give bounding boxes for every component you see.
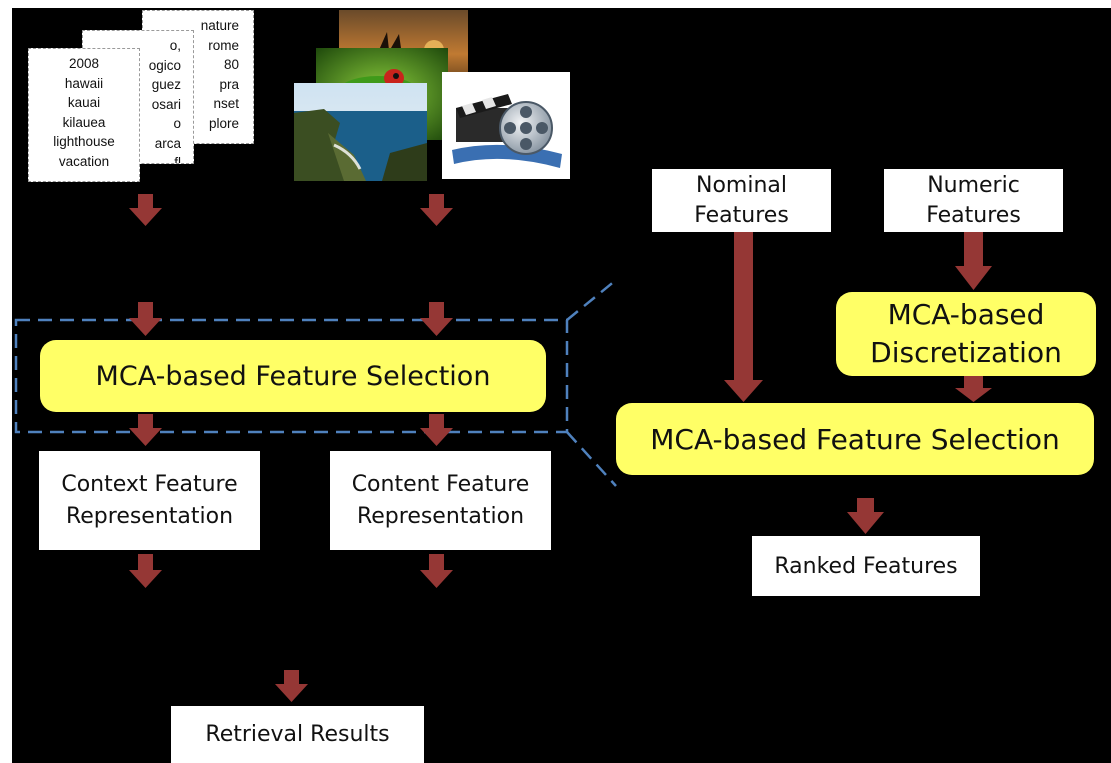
- tag-word: 2008: [68, 56, 100, 71]
- context-representation-box: Context Feature Representation: [39, 451, 260, 550]
- tag-word: lighthouse: [53, 134, 115, 149]
- discretization-box: MCA-based Discretization: [836, 292, 1096, 376]
- tag-word: o,: [169, 38, 181, 53]
- arrow-down: [955, 376, 992, 402]
- tag-word: arca: [154, 135, 181, 151]
- zoom-connector: [12, 8, 1111, 763]
- content-representation-box: Content Feature Representation: [330, 451, 551, 550]
- context-representation-line1: Context Feature: [61, 471, 238, 497]
- numeric-features-line1: Numeric: [927, 172, 1020, 198]
- content-representation-line1: Content Feature: [351, 471, 530, 497]
- nominal-features-line1: Nominal: [696, 172, 787, 198]
- tag-word: nset: [213, 96, 239, 111]
- left-feature-selection-box: MCA-based Feature Selection: [40, 340, 546, 412]
- tag-word: o: [173, 116, 181, 131]
- zoom-line-top: [566, 279, 617, 321]
- right-feature-selection-box: MCA-based Feature Selection: [616, 403, 1094, 475]
- tag-word: hawaii: [64, 75, 104, 91]
- arrow-down-long: [724, 232, 763, 402]
- left-feature-selection-label: MCA-based Feature Selection: [95, 360, 491, 392]
- discretization-line1: MCA-based: [887, 298, 1045, 331]
- diagram-canvas: nature rome 80 pra nset plore o, ogico g…: [12, 8, 1111, 763]
- tag-word: plore: [208, 115, 239, 131]
- content-representation-line2: Representation: [356, 503, 525, 529]
- arrow-down: [129, 302, 162, 336]
- tag-word: ogico: [148, 57, 181, 73]
- tag-word: fl: [174, 155, 181, 164]
- tag-word: vacation: [58, 153, 110, 169]
- tag-word: osari: [151, 96, 181, 112]
- arrow-down: [420, 554, 453, 588]
- arrow-down: [129, 194, 162, 226]
- arrow-down: [129, 414, 162, 446]
- nominal-features-line2: Features: [694, 202, 789, 228]
- arrow-down: [955, 232, 992, 290]
- tag-word: kauai: [67, 95, 101, 110]
- dashed-highlight-frame: [14, 318, 569, 434]
- zoom-line-bottom: [566, 431, 617, 487]
- tag-word: pra: [219, 76, 239, 92]
- film-reel-clapperboard-icon: [442, 72, 570, 179]
- tag-word: nature: [200, 18, 239, 33]
- ranked-features-box: Ranked Features: [752, 536, 980, 596]
- arrow-down: [847, 498, 884, 534]
- context-representation-line2: Representation: [65, 503, 234, 529]
- right-feature-selection-label: MCA-based Feature Selection: [650, 422, 1060, 456]
- arrow-down: [275, 670, 308, 702]
- tag-word: rome: [208, 37, 239, 53]
- ranked-features-label: Ranked Features: [774, 553, 958, 579]
- numeric-features-line2: Features: [926, 202, 1021, 228]
- arrow-down: [420, 414, 453, 446]
- numeric-features-box: Numeric Features: [884, 169, 1063, 232]
- discretization-line2: Discretization: [870, 336, 1062, 369]
- arrow-down: [129, 554, 162, 588]
- arrow-down: [420, 302, 453, 336]
- coastline-photo: [294, 83, 427, 181]
- flow-arrows: [12, 8, 1111, 763]
- retrieval-results-label: Retrieval Results: [205, 722, 390, 747]
- tag-word: guez: [151, 77, 181, 92]
- tag-word: kilauea: [62, 114, 106, 130]
- nominal-features-box: Nominal Features: [652, 169, 831, 232]
- arrow-down: [420, 194, 453, 226]
- tag-card-front: 2008 hawaii kauai kilauea lighthouse vac…: [28, 48, 140, 182]
- tag-word: 80: [223, 57, 239, 72]
- retrieval-results-box: Retrieval Results: [171, 706, 424, 763]
